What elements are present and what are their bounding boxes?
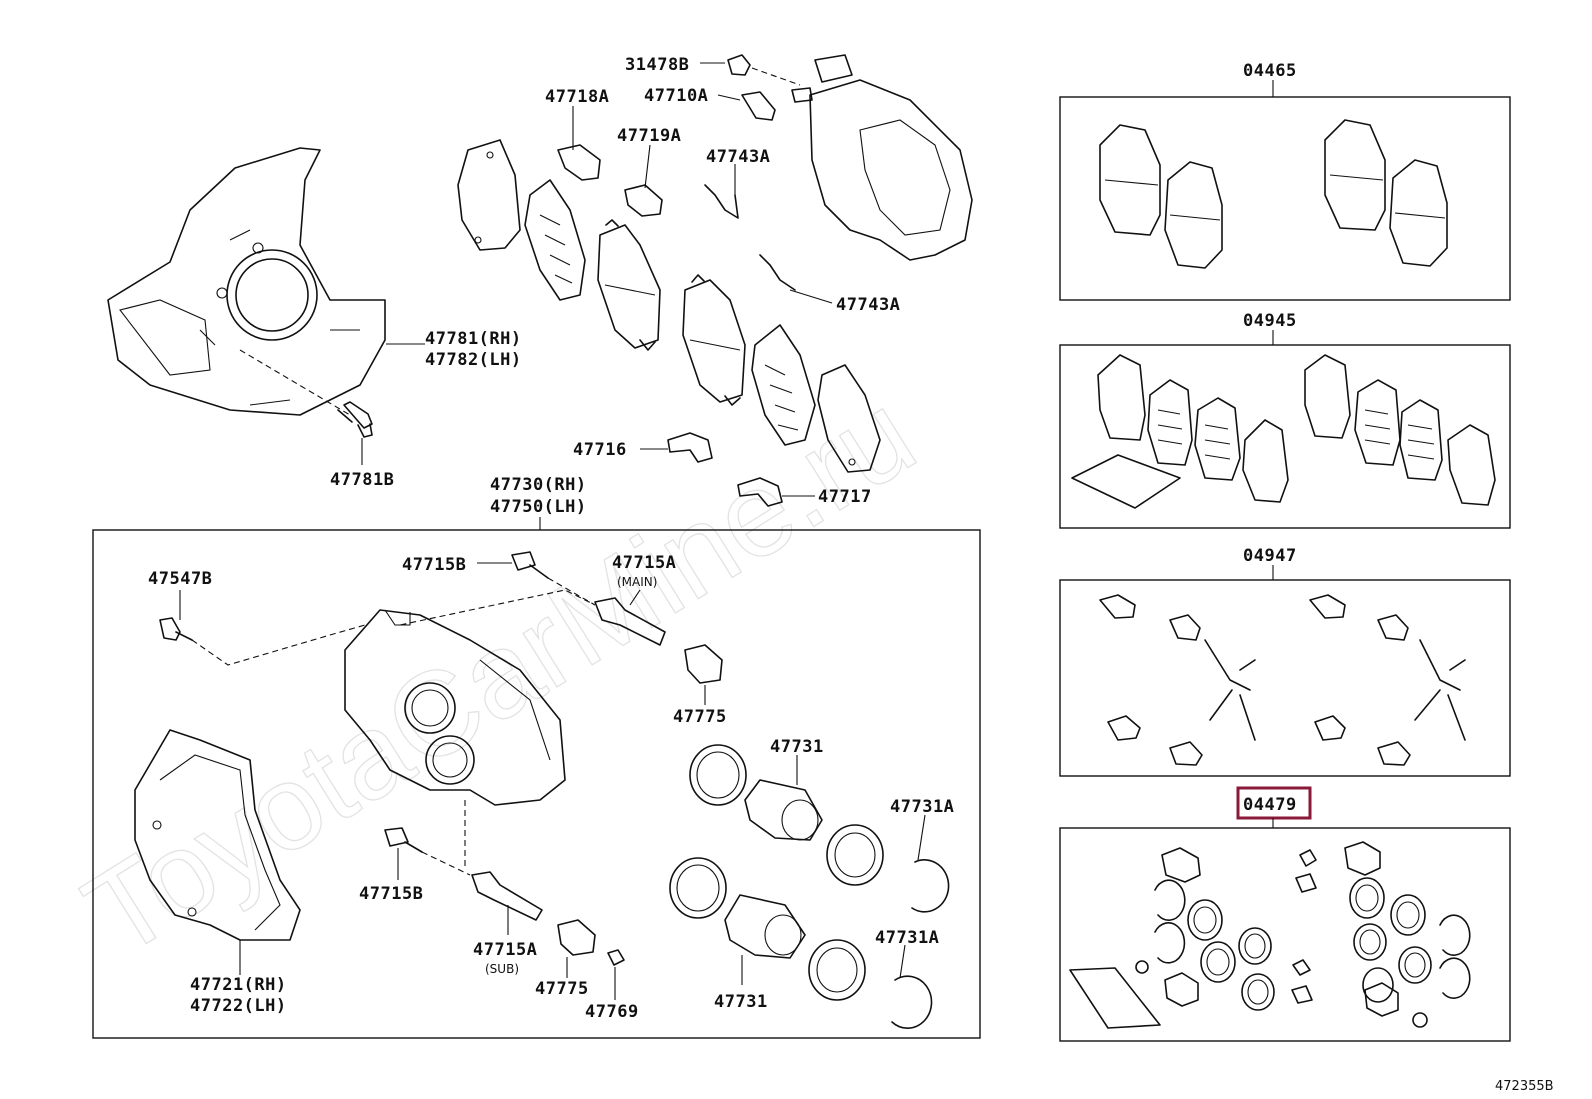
label-47722-lh[interactable]: 47722(LH) (190, 996, 287, 1016)
kit-label-04947[interactable]: 04947 (1243, 546, 1297, 566)
bleeder-plug-47710A[interactable] (741, 91, 776, 121)
watermark: ToyotaCarMine.ru (63, 367, 937, 983)
dust-shield-part[interactable] (107, 147, 386, 416)
label-47716[interactable]: 47716 (573, 440, 627, 460)
spring-47743A-mid[interactable] (759, 254, 796, 291)
label-47743A-top[interactable]: 47743A (706, 147, 770, 167)
kit-label-04465[interactable]: 04465 (1243, 61, 1297, 81)
bolt-47781B[interactable] (337, 401, 373, 438)
spring-47743A-top[interactable] (704, 184, 739, 219)
kit-label-04945[interactable]: 04945 (1243, 311, 1297, 331)
piston-47731-top[interactable] (744, 779, 823, 841)
snap-ring-47731A-top[interactable] (911, 859, 950, 913)
kit-box-04945 (1059, 344, 1511, 529)
caliper-assembly-box (92, 529, 981, 1039)
anti-squeal-clip-47718A[interactable] (557, 144, 601, 181)
label-47717[interactable]: 47717 (818, 487, 872, 507)
label-47743A-mid[interactable]: 47743A (836, 295, 900, 315)
slide-pin-47715A-sub[interactable] (471, 871, 543, 921)
slide-pin-47715A-main[interactable] (594, 597, 666, 646)
kit-04947-clips-springs[interactable] (1099, 594, 1466, 766)
diagram-code: 472355B (1495, 1079, 1554, 1094)
label-47775-top[interactable]: 47775 (673, 707, 727, 727)
kit-04479-seals-boots[interactable] (1069, 841, 1471, 1029)
kit-04465-pads[interactable] (1099, 119, 1448, 269)
kit-box-04947 (1059, 579, 1511, 777)
label-31478B[interactable]: 31478B (625, 55, 689, 75)
kit-04945-shims[interactable] (1071, 354, 1496, 509)
note-main: (MAIN) (617, 575, 657, 589)
dust-boot-bottom[interactable] (808, 939, 866, 1001)
brake-pad-outer[interactable] (682, 274, 746, 406)
boot-47775-top[interactable] (684, 644, 723, 684)
caliper-mount-bracket[interactable] (134, 729, 301, 941)
label-47715A-main[interactable]: 47715A (612, 553, 676, 573)
label-47731-bottom[interactable]: 47731 (714, 992, 768, 1012)
caliper-body[interactable] (344, 609, 566, 806)
kit-box-04465 (1059, 96, 1511, 301)
seal-ring-bottom[interactable] (669, 857, 727, 919)
label-47719A[interactable]: 47719A (617, 126, 681, 146)
label-47718A[interactable]: 47718A (545, 87, 609, 107)
label-47750-lh[interactable]: 47750(LH) (490, 497, 587, 517)
label-47769[interactable]: 47769 (585, 1002, 639, 1022)
shim-right-inner[interactable] (751, 324, 816, 446)
bleeder-cap-31478B[interactable] (727, 54, 751, 76)
snap-ring-47731A-bottom[interactable] (891, 975, 933, 1029)
bleeder-47547B[interactable] (159, 617, 193, 641)
shim-left-outer[interactable] (457, 139, 521, 251)
bolt-47715B-bottom[interactable] (384, 827, 423, 853)
label-47721-rh[interactable]: 47721(RH) (190, 975, 287, 995)
label-47782-lh[interactable]: 47782(LH) (425, 350, 522, 370)
kit-label-04479[interactable]: 04479 (1243, 795, 1297, 815)
label-47781B[interactable]: 47781B (330, 470, 394, 490)
label-47781-rh[interactable]: 47781(RH) (425, 329, 522, 349)
label-47715B-top[interactable]: 47715B (402, 555, 466, 575)
label-47775-bottom[interactable]: 47775 (535, 979, 589, 999)
boot-47775-bottom[interactable] (557, 919, 596, 956)
shim-left-inner[interactable] (524, 179, 586, 301)
label-47731A-top[interactable]: 47731A (890, 797, 954, 817)
cap-47769[interactable] (607, 949, 625, 966)
label-47730-rh[interactable]: 47730(RH) (490, 475, 587, 495)
label-47715B-bottom[interactable]: 47715B (359, 884, 423, 904)
kit-box-04479 (1059, 827, 1511, 1042)
caliper-assembly-top[interactable] (791, 54, 973, 261)
label-47710A[interactable]: 47710A (644, 86, 708, 106)
kit-code-highlight-04479 (1236, 786, 1312, 820)
brake-pad-inner[interactable] (597, 219, 661, 351)
clip-47716[interactable] (667, 432, 713, 463)
seal-ring-top[interactable] (689, 744, 747, 806)
dust-boot-top[interactable] (826, 824, 884, 886)
label-47731-top[interactable]: 47731 (770, 737, 824, 757)
label-47731A-bottom[interactable]: 47731A (875, 928, 939, 948)
piston-47731-bottom[interactable] (724, 894, 806, 959)
anti-squeal-clip-47719A[interactable] (624, 184, 663, 217)
clip-47717[interactable] (737, 477, 783, 507)
note-sub: (SUB) (485, 962, 519, 976)
shim-right-outer[interactable] (817, 364, 881, 473)
label-47547B[interactable]: 47547B (148, 569, 212, 589)
label-47715A-sub[interactable]: 47715A (473, 940, 537, 960)
bolt-47715B-top[interactable] (511, 551, 549, 579)
